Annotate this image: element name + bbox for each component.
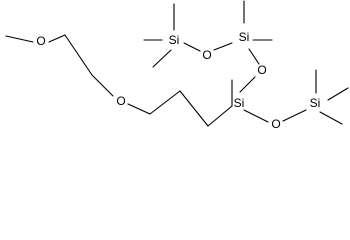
bonds bbox=[5, 0, 349, 127]
atom-label: O bbox=[257, 63, 266, 77]
atom-label: Si bbox=[169, 33, 180, 47]
bond bbox=[183, 42, 201, 52]
atom-label: Si bbox=[310, 96, 321, 110]
bond bbox=[5, 35, 34, 43]
bond bbox=[248, 48, 260, 65]
bond bbox=[91, 74, 114, 97]
atom-label: O bbox=[271, 117, 280, 131]
atom-label: O bbox=[116, 94, 125, 108]
bond bbox=[207, 105, 233, 127]
bond bbox=[243, 109, 269, 123]
bond bbox=[213, 42, 233, 51]
atom-label: Si bbox=[239, 30, 250, 44]
bond bbox=[152, 49, 172, 68]
atom-label: O bbox=[202, 48, 211, 62]
bond bbox=[239, 76, 256, 93]
bond bbox=[48, 34, 66, 43]
bond bbox=[149, 90, 181, 115]
atom-label: Si bbox=[234, 96, 245, 110]
structural-formula: O O Si Si O O Si Si O bbox=[5, 0, 349, 131]
bond bbox=[179, 90, 209, 127]
atom-labels: O O Si Si O O Si Si O bbox=[36, 30, 320, 131]
atom-label: O bbox=[36, 34, 45, 48]
bond bbox=[319, 111, 343, 125]
bond bbox=[327, 87, 349, 101]
bond bbox=[64, 34, 93, 76]
bond bbox=[282, 109, 307, 122]
bond bbox=[127, 103, 151, 115]
